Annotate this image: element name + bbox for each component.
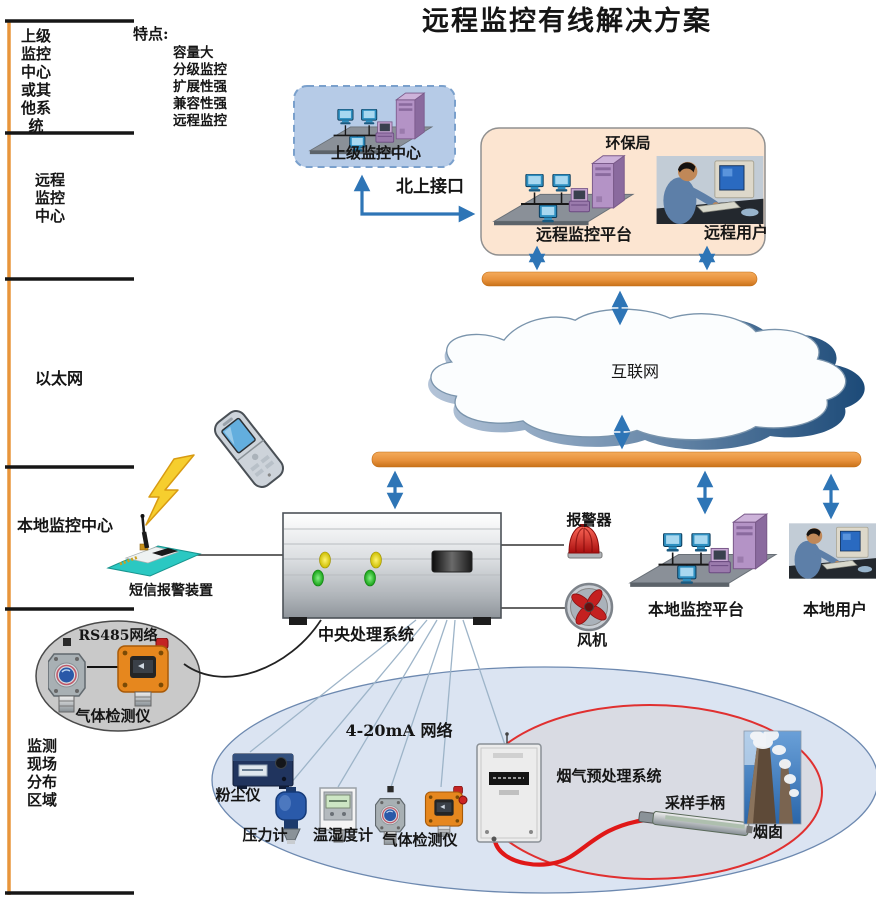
label-sampling-handle: 采样手柄 (664, 794, 726, 812)
sampling-cable (492, 817, 648, 867)
label-internet: 互联网 (610, 362, 660, 381)
sms-board-icon (106, 514, 202, 577)
feature-item: 兼容性强 (173, 96, 227, 112)
label-local-user: 本地用户 (802, 600, 868, 619)
dust-meter-icon (232, 753, 294, 789)
label-pressure-meter: 压力计 (242, 826, 288, 844)
remote-user-photo (657, 156, 764, 224)
label-fan: 风机 (576, 631, 608, 649)
ethernet-bar-bottom (371, 451, 862, 468)
drive-slot (431, 550, 473, 573)
sampling-probe-icon (638, 811, 753, 836)
axis-section-label: 本地监控中心 (17, 516, 114, 535)
axis-section-label: 远程监控中心 (34, 171, 65, 225)
detector-red-cap (458, 795, 468, 805)
alarm-beacon-icon (567, 524, 603, 559)
label-remote-user: 远程用户 (703, 223, 769, 242)
led-green (312, 569, 324, 587)
label-chimney: 烟囱 (752, 823, 784, 841)
axis-section-label: 以太网 (35, 369, 84, 388)
label-flue-system: 烟气预处理系统 (556, 767, 662, 785)
flue-cabinet-icon (476, 732, 542, 843)
label-alarm: 报警器 (566, 511, 612, 529)
page-title: 远程监控有线解决方案 (422, 6, 712, 37)
led-yellow (370, 551, 382, 569)
axis-section-label: 上级监控中心或其他系统 (20, 27, 51, 135)
feature-item: 扩展性强 (173, 79, 227, 95)
label-temp-humidity: 温湿度计 (312, 826, 374, 844)
ethernet-bar-top (481, 271, 758, 287)
local-user-photo (789, 523, 876, 578)
fan-icon (564, 582, 614, 632)
features-heading: 特点: (133, 25, 169, 43)
temp-humidity-icon (319, 787, 357, 843)
lightning-icon (145, 454, 195, 526)
left-axis (5, 19, 134, 895)
label-epa: 环保局 (605, 134, 651, 152)
label-dust-meter: 粉尘仪 (215, 786, 261, 804)
sensor-fan-lines (249, 619, 506, 790)
led-yellow (319, 551, 331, 569)
label-local-platform: 本地监控平台 (647, 600, 745, 619)
feature-item: 远程监控 (173, 113, 227, 129)
local-lan-platform-icon (630, 514, 776, 587)
label-gas-detector-rs485: 气体检测仪 (75, 707, 151, 725)
label-north-interface: 北上接口 (396, 177, 464, 197)
label-upper-center: 上级监控中心 (330, 144, 422, 162)
label-sms-device: 短信报警装置 (129, 583, 213, 599)
pressure-meter-icon (275, 787, 307, 844)
label-cpu: 中央处理系统 (317, 625, 415, 644)
label-gas-detector-420: 气体检测仪 (382, 831, 458, 849)
label-remote-platform: 远程监控平台 (535, 225, 633, 244)
feature-item: 分级监控 (173, 62, 227, 78)
label-420-network: 4-20mA 网络 (345, 721, 453, 740)
mobile-phone-icon (214, 410, 284, 488)
chimney-photo (743, 730, 802, 825)
led-green (364, 569, 376, 587)
label-rs485-network: RS485网络 (78, 628, 158, 644)
connector-lines (87, 544, 566, 678)
feature-item: 容量大 (173, 45, 214, 61)
north-interface-arrow (353, 174, 476, 223)
cpu-box-icon (282, 512, 502, 625)
axis-section-label: 监测现场分布区域 (26, 737, 57, 809)
internet-cloud-icon (428, 308, 865, 450)
flow-arrows (353, 174, 840, 520)
